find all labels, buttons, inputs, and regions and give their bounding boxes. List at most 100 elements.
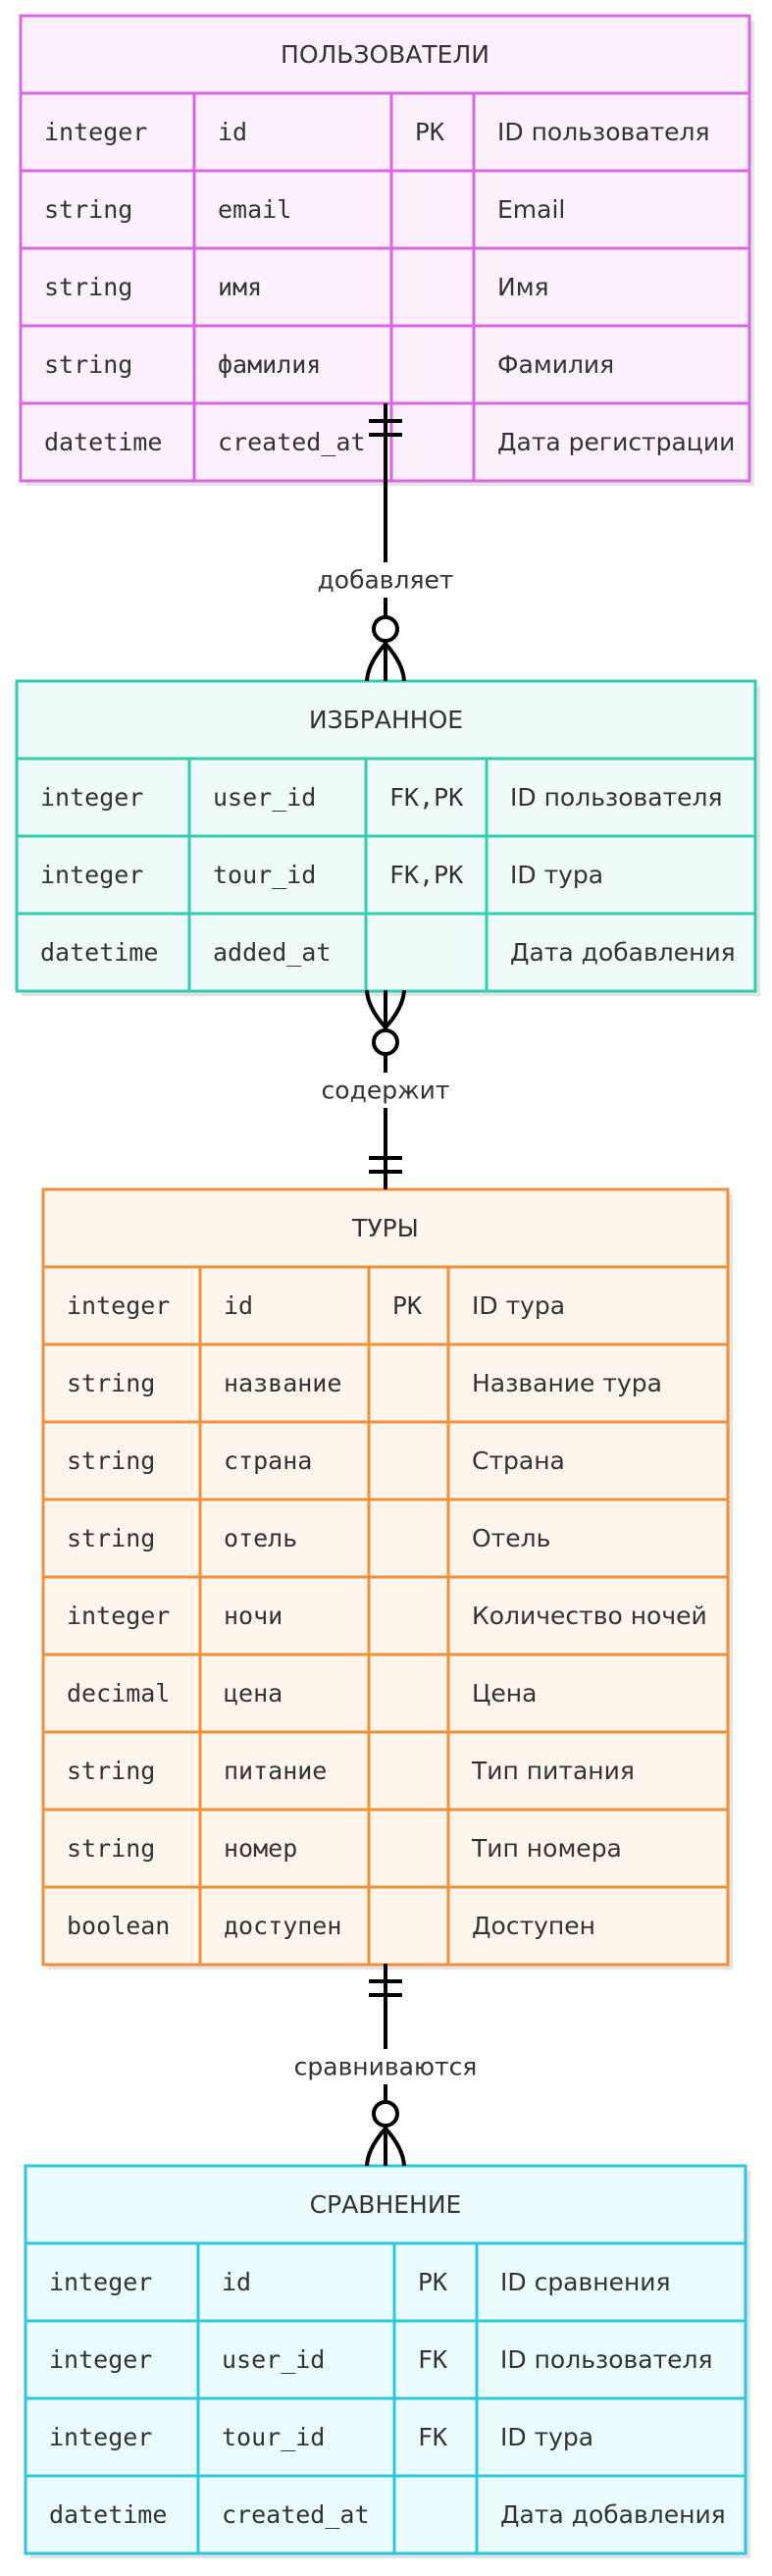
attribute-key: FK,PK — [389, 783, 463, 812]
attribute-comment: Тип питания — [471, 1757, 635, 1785]
entity-box — [24, 2164, 747, 2555]
attribute-name: user_id — [222, 2345, 325, 2374]
attribute-key: FK,PK — [389, 861, 463, 889]
attribute-name: фамилия — [218, 350, 321, 379]
relationship-label: добавляет — [317, 566, 453, 595]
attribute-comment: ID сравнения — [500, 2268, 671, 2296]
attribute-row: decimal цена Цена — [67, 1679, 537, 1708]
attribute-key: PK — [415, 118, 444, 146]
entity-title: ТУРЫ — [351, 1214, 419, 1242]
entity-title: СРАВНЕНИЕ — [310, 2190, 462, 2219]
attribute-name: название — [224, 1369, 341, 1397]
attribute-comment: Имя — [497, 273, 549, 301]
crow-foot-prong — [365, 2127, 387, 2167]
attribute-row: string питание Тип питания — [67, 1757, 635, 1785]
attribute-type: integer — [40, 861, 143, 889]
attribute-comment: Количество ночей — [472, 1602, 707, 1630]
attribute-row: string название Название тура — [67, 1369, 662, 1397]
attribute-comment: ID тура — [500, 2423, 593, 2451]
attribute-name: id — [218, 118, 247, 146]
attribute-type: integer — [49, 2345, 152, 2374]
relationship-1: содержит — [321, 989, 450, 1189]
attribute-comment: Доступен — [472, 1912, 595, 1940]
attribute-comment: Email — [497, 195, 565, 224]
attribute-name: tour_id — [213, 861, 316, 889]
relationship-2: сравниваются — [291, 1964, 480, 2167]
attribute-comment: Страна — [472, 1446, 565, 1475]
attribute-type: datetime — [44, 428, 162, 456]
attribute-name: id — [222, 2268, 251, 2296]
attribute-name: имя — [218, 273, 262, 301]
relationship-label-bg — [313, 562, 458, 598]
attribute-name: tour_id — [222, 2423, 325, 2451]
zero-mark — [372, 1028, 399, 1056]
attribute-row: integer ночи Количество ночей — [67, 1602, 707, 1630]
attribute-key: FK — [418, 2345, 447, 2374]
attribute-type: integer — [67, 1602, 170, 1630]
attribute-row: string номер Тип номера — [67, 1834, 622, 1863]
crow-foot-prong — [384, 989, 406, 1029]
attribute-type: datetime — [40, 938, 158, 967]
zero-mark — [372, 615, 399, 643]
attribute-comment: Цена — [472, 1679, 537, 1708]
attribute-row: boolean доступен Доступен — [67, 1912, 595, 1940]
attribute-type: boolean — [67, 1912, 170, 1940]
attribute-row: datetime created_at Дата добавления — [49, 2500, 726, 2529]
attribute-name: added_at — [213, 938, 331, 967]
attribute-type: datetime — [49, 2500, 167, 2529]
crow-foot-prong — [384, 642, 406, 682]
attribute-name: страна — [224, 1446, 312, 1475]
attribute-name: номер — [224, 1834, 297, 1863]
attribute-name: цена — [224, 1679, 283, 1708]
attribute-row: integer id PK ID пользователя — [44, 118, 710, 146]
attribute-type: string — [67, 1524, 155, 1552]
attribute-name: created_at — [218, 428, 366, 456]
crow-foot-prong — [365, 989, 387, 1029]
attribute-name: доступен — [224, 1912, 341, 1940]
attribute-row: integer user_id FK ID пользователя — [49, 2345, 713, 2374]
zero-mark — [372, 2100, 399, 2128]
attribute-name: created_at — [222, 2500, 370, 2529]
attribute-comment: Дата добавления — [500, 2500, 726, 2529]
attribute-comment: Дата регистрации — [497, 428, 735, 456]
attribute-comment: ID пользователя — [497, 118, 710, 146]
attribute-comment: Отель — [472, 1524, 550, 1552]
attribute-key: PK — [418, 2268, 447, 2296]
crow-foot-prong — [384, 2127, 406, 2167]
attribute-type: decimal — [67, 1679, 170, 1708]
attribute-name: user_id — [213, 783, 316, 812]
attribute-name: питание — [224, 1757, 327, 1785]
attribute-comment: ID пользователя — [510, 783, 723, 812]
attribute-type: string — [67, 1834, 155, 1863]
attribute-name: id — [224, 1291, 253, 1320]
attribute-row: datetime created_at Дата регистрации — [44, 428, 735, 456]
relationship-0: добавляет — [313, 403, 458, 682]
attribute-type: string — [67, 1369, 155, 1397]
attribute-key: PK — [392, 1291, 422, 1320]
attribute-comment: ID пользователя — [500, 2345, 713, 2374]
relationship-label-bg — [291, 2049, 480, 2084]
relationship-label: сравниваются — [294, 2053, 478, 2081]
crow-foot-prong — [365, 642, 387, 682]
attribute-type: integer — [44, 118, 147, 146]
attribute-comment: Название тура — [472, 1369, 662, 1397]
attribute-type: string — [44, 195, 132, 224]
relationship-label: содержит — [322, 1077, 450, 1105]
attribute-comment: Тип номера — [471, 1834, 622, 1863]
entity-title: ИЗБРАННОЕ — [309, 706, 463, 734]
attribute-comment: Фамилия — [497, 350, 614, 379]
attribute-type: string — [67, 1757, 155, 1785]
attribute-comment: Дата добавления — [510, 938, 736, 967]
attribute-name: ночи — [224, 1602, 283, 1630]
